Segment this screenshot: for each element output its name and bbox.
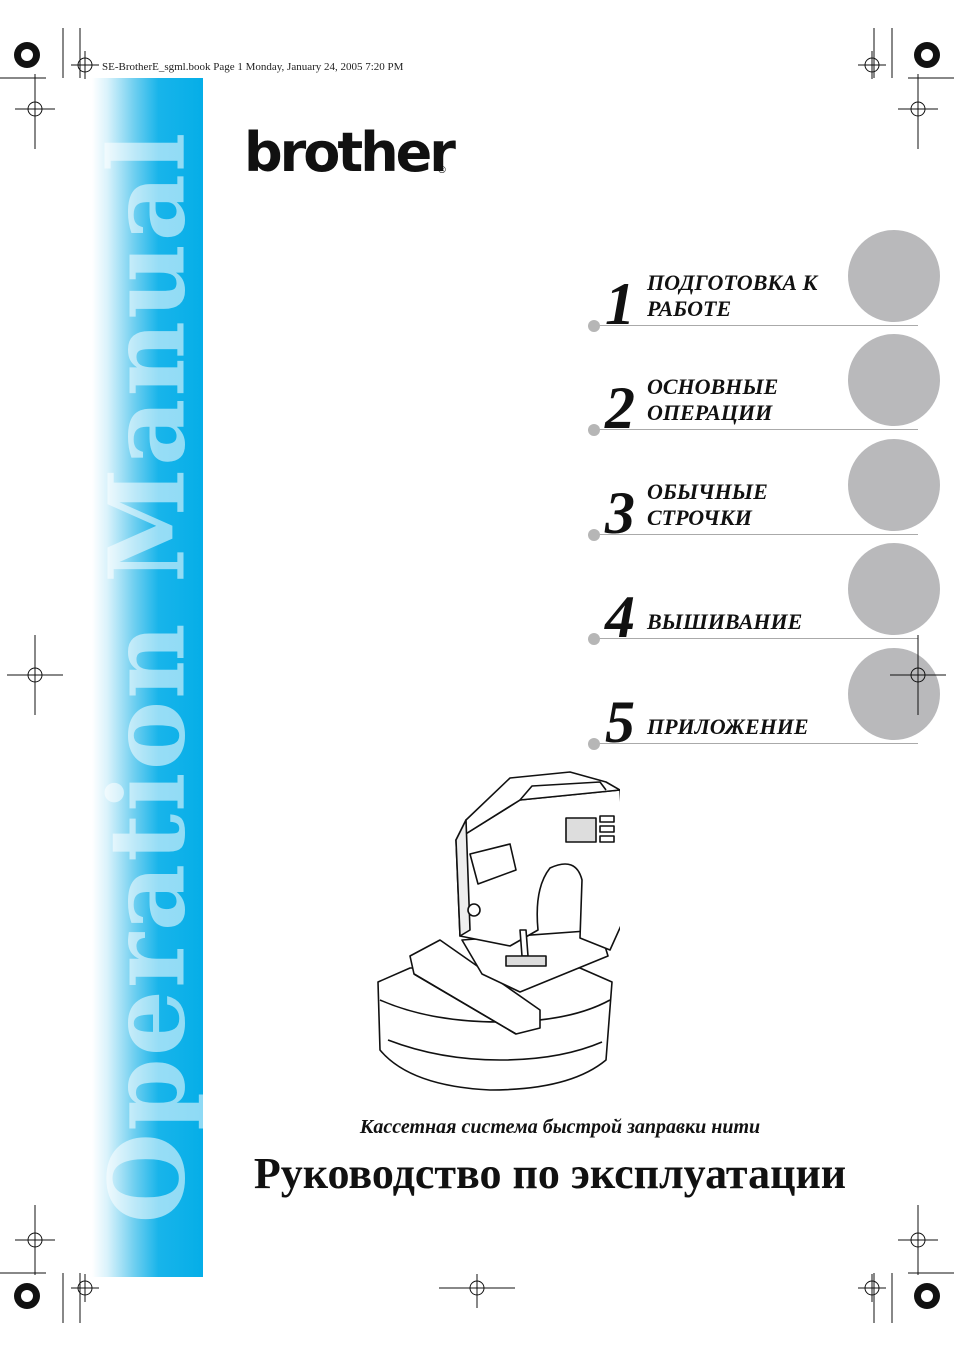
side-color-band	[92, 78, 203, 1277]
chapter-rule	[594, 429, 918, 430]
chapter-bullet	[588, 320, 600, 332]
page-title: Руководство по эксплуатации	[253, 1149, 847, 1198]
chapter-bullet	[588, 633, 600, 645]
chapter-2: 2 ОСНОВНЫЕ ОПЕРАЦИИ	[588, 334, 940, 438]
chapter-bullet	[588, 738, 600, 750]
chapter-title-line: ОПЕРАЦИИ	[647, 400, 773, 425]
chapter-rule	[594, 743, 918, 744]
chapter-title-line: СТРОЧКИ	[647, 505, 752, 530]
brand-logo: brother	[244, 121, 456, 184]
print-header: SE-BrotherE_sgml.book Page 1 Monday, Jan…	[102, 61, 404, 73]
subtitle: Кассетная система быстрой заправки нити	[359, 1116, 761, 1138]
chapter-rule	[594, 325, 918, 326]
chapter-rule	[594, 638, 918, 639]
registered-mark: ®	[437, 165, 447, 176]
chapter-5: 5 ПРИЛОЖЕНИЕ	[588, 648, 940, 752]
chapter-4: 4 ВЫШИВАНИЕ	[588, 543, 940, 647]
chapter-title: ОБЫЧНЫЕ СТРОЧКИ	[647, 479, 857, 531]
chapter-bullet	[588, 424, 600, 436]
chapter-1: 1 ПОДГОТОВКА К РАБОТЕ	[588, 230, 940, 334]
chapter-circle	[848, 334, 940, 426]
chapter-number: 4	[605, 584, 635, 650]
chapter-number: 2	[605, 375, 635, 441]
chapter-circle	[848, 648, 940, 740]
chapter-3: 3 ОБЫЧНЫЕ СТРОЧКИ	[588, 439, 940, 543]
chapter-title-line: ОБЫЧНЫЕ	[647, 479, 768, 504]
chapter-title-line: ОСНОВНЫЕ	[647, 374, 779, 399]
chapter-number: 5	[605, 689, 635, 755]
chapter-title-line: ПОДГОТОВКА К	[647, 270, 818, 295]
chapter-title-line: ПРИЛОЖЕНИЕ	[647, 714, 809, 739]
chapter-circle	[848, 230, 940, 322]
chapter-title: ОСНОВНЫЕ ОПЕРАЦИИ	[647, 374, 857, 426]
chapter-bullet	[588, 529, 600, 541]
chapter-rule	[594, 534, 918, 535]
chapter-number: 1	[605, 271, 635, 337]
chapter-title: ВЫШИВАНИЕ	[647, 609, 857, 635]
chapter-title-line: РАБОТЕ	[647, 296, 732, 321]
chapter-title: ПОДГОТОВКА К РАБОТЕ	[647, 270, 857, 322]
chapter-circle	[848, 543, 940, 635]
chapter-number: 3	[605, 480, 635, 546]
chapter-circle	[848, 439, 940, 531]
sewing-machine-with-embroidery-unit-icon	[377, 771, 620, 1091]
chapter-title: ПРИЛОЖЕНИЕ	[647, 714, 857, 740]
chapter-title-line: ВЫШИВАНИЕ	[647, 609, 803, 634]
